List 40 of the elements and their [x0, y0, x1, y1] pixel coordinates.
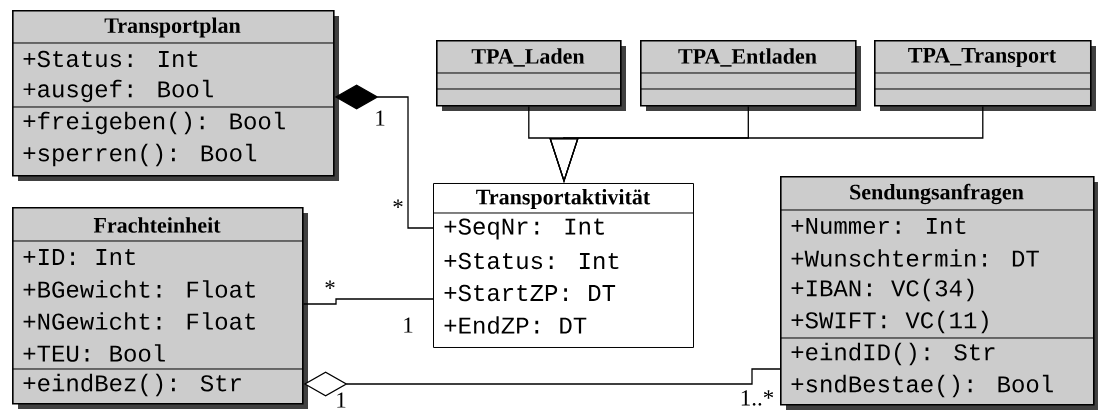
attribute-text: +NGewicht: Float: [23, 312, 255, 330]
attribute-text: +EndZP: DT: [444, 316, 587, 334]
class-name: TPA_Entladen: [678, 48, 817, 67]
attribute-text: +Nummer: Int: [791, 217, 966, 235]
class-name: Transportplan: [104, 17, 241, 38]
attribute-text: +Status: Int: [444, 252, 619, 270]
association-line: [302, 298, 434, 305]
attribute-text: +Status: Int: [23, 50, 198, 68]
multiplicity: 1: [404, 317, 413, 333]
method-text: +freigeben(): Bool: [23, 111, 285, 135]
class-name: TPA_Transport: [908, 47, 1057, 68]
class-name: Frachteinheit: [93, 217, 221, 233]
class-name: Transportaktivität: [476, 189, 651, 209]
multiplicity: 1..*: [741, 390, 774, 406]
class-box: [639, 40, 861, 111]
multiplicity: 1: [337, 392, 346, 408]
class-box: [779, 176, 1098, 410]
method-text: +eindID(): Str: [791, 342, 995, 366]
class-box: [432, 183, 694, 348]
attribute-text: +StartZP: DT: [444, 284, 616, 302]
multiplicity: *: [325, 280, 335, 289]
attribute-text: +SWIFT: VC(11): [791, 310, 988, 334]
attribute-text: +ausgef: Bool: [23, 79, 213, 103]
class-name: Sendungsanfragen: [850, 183, 1024, 205]
method-text: +sperren(): Bool: [23, 143, 257, 167]
method-text: +eindBez(): Str: [23, 373, 241, 397]
attribute-text: +BGewicht: Float: [23, 280, 255, 298]
class-box: [11, 207, 308, 409]
attribute-text: +ID: Int: [23, 248, 135, 266]
multiplicity: *: [393, 199, 403, 208]
attribute-text: +SeqNr: Int: [444, 218, 604, 240]
attribute-text: +Wunschtermin: DT: [791, 249, 1039, 267]
class-name: TPA_Laden: [471, 48, 585, 67]
class-box: [435, 40, 626, 111]
method-text: +sndBestae(): Bool: [791, 374, 1053, 398]
class-box: [873, 40, 1096, 111]
attribute-text: +TEU: Bool: [23, 344, 165, 362]
attribute-text: +IBAN: VC(34): [791, 278, 974, 302]
class-box: [11, 10, 339, 181]
multiplicity: 1: [376, 110, 385, 126]
